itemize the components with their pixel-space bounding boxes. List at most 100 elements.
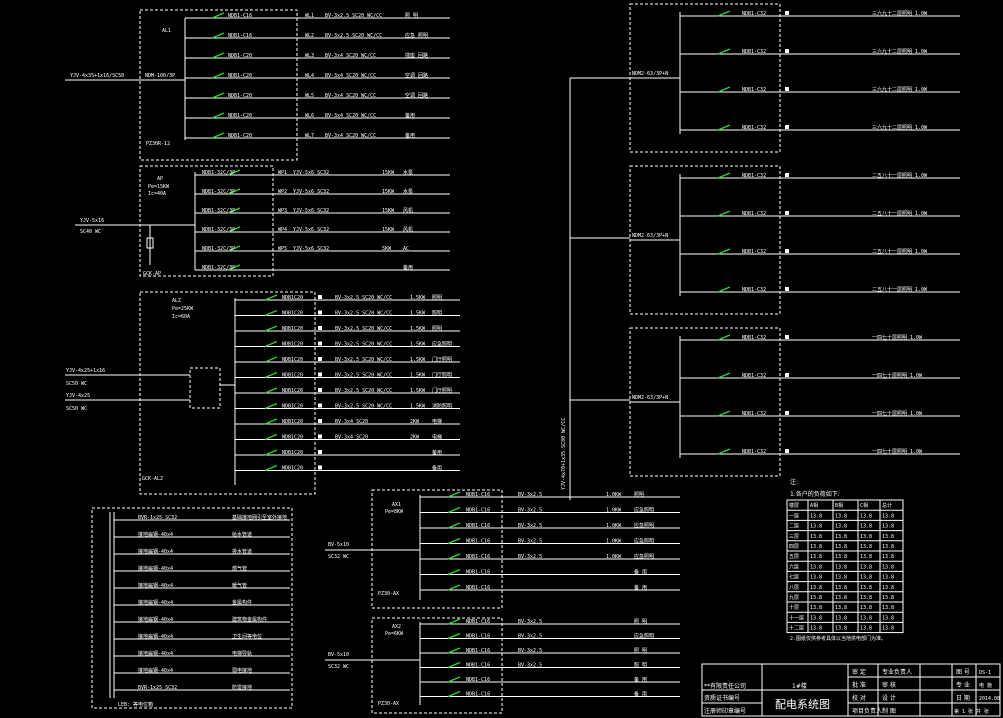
table-cell: 13.8 [860, 534, 872, 540]
circuit-cable: BV-3x2.5 SC20 WC/CC [335, 357, 392, 363]
circuit-marker [318, 341, 322, 346]
table-cell: 13.8 [835, 575, 847, 581]
floor-group-breaker: NDM2-63/3P+N [632, 395, 668, 401]
circuit-cable: BV-3x2.5 [518, 619, 542, 625]
circuit-kw: 1.0KW [606, 508, 622, 514]
circuit-breaker: NDB1-C16 [466, 677, 490, 683]
breaker-switch [447, 506, 461, 514]
circuit-cable: BV-3x2.5 [518, 492, 542, 498]
circuit-kw: 1.5KW [410, 295, 426, 301]
leb-cable: 接地扁钢-40x4 [138, 548, 173, 555]
floor-circuit-label: 二五八十一层照明 1.0W [872, 210, 928, 217]
floor-circuit-marker [785, 211, 789, 215]
breaker-switch [264, 387, 278, 394]
leb-cable: 接地扁钢-40x4 [138, 565, 173, 572]
leb-use: 弱电接地 [232, 667, 252, 674]
circuit-number: WL4 [305, 73, 314, 79]
breaker-switch [717, 286, 731, 293]
floor-circuit-breaker: NDB1-C32 [742, 11, 766, 17]
floor-circuit-breaker: NDB1-C32 [742, 87, 766, 93]
table-cell: 六层 [789, 563, 799, 570]
circuit-use: 应急照明 [634, 507, 654, 514]
table-cell: 四层 [789, 544, 799, 550]
breaker-switch [211, 132, 225, 139]
breaker-switch [264, 371, 278, 379]
circuit-kw: 5KW [382, 246, 392, 252]
table-cell: 13.8 [882, 564, 894, 570]
table-cell: 13.8 [860, 605, 872, 611]
circuit-cable: YJV-5x6 SC32 [293, 246, 329, 252]
circuit-cable: BV-3x4 SC20 WC/CC [325, 73, 376, 79]
floor-circuit-breaker: NDB1-C32 [742, 211, 766, 217]
circuit-breaker: NDB1C20 [282, 357, 303, 363]
table-cell: 13.8 [860, 626, 872, 632]
breaker-switch [717, 10, 731, 17]
riser-label: YJV-4x70+1x35 SC80 WC/CC [561, 418, 567, 490]
breaker-switch [211, 12, 225, 19]
circuit-number: WL2 [305, 33, 314, 39]
circuit-cable: BV-3x2.5 [518, 523, 542, 529]
table-cell: 13.8 [810, 615, 822, 621]
leb-use: 排水管道 [232, 548, 252, 555]
floor-circuit-marker [785, 11, 789, 15]
svg-text:SC50 WC: SC50 WC [66, 406, 87, 412]
circuit-breaker: NDB1-32C/3P [202, 189, 235, 195]
svg-text:YJV-5x16: YJV-5x16 [80, 218, 104, 224]
breaker-switch [264, 340, 278, 348]
circuit-use: 门厅照明 [432, 387, 452, 394]
table-header: A相 [810, 502, 818, 509]
circuit-use: 风机 [403, 207, 413, 214]
circuit-breaker: NDB1-C20 [228, 113, 252, 119]
circuit-cable: BV-3x2.5 [518, 663, 542, 669]
table-cell: 13.8 [882, 544, 894, 550]
table-cell: 13.8 [882, 575, 894, 581]
circuit-marker [318, 434, 322, 439]
table-cell: 13.8 [860, 585, 872, 591]
circuit-use: 照 明 [634, 648, 647, 654]
circuit-cable: BV-3x2.5 SC20 WC/CC [335, 326, 392, 332]
panel-al1-name: AL1 [162, 28, 171, 34]
circuit-use: 照明 [432, 295, 442, 301]
tb-approve: 批 准 [852, 681, 866, 689]
table-cell: 13.8 [882, 585, 894, 591]
circuit-kw: 15KW [382, 170, 395, 176]
svg-text:SC32 WC: SC32 WC [328, 554, 349, 560]
circuit-number: WL5 [305, 93, 314, 99]
breaker-switch [447, 584, 461, 591]
leb-use: 金属构件 [232, 599, 252, 606]
circuit-marker [318, 419, 322, 423]
circuit-kw: 15KW [382, 208, 395, 214]
circuit-use: 照明 [432, 311, 442, 317]
circuit-breaker: NDB1-C16 [228, 13, 252, 19]
circuit-kw: 15KW [382, 189, 395, 195]
table-cell: 13.8 [860, 575, 872, 581]
panel-ap-name: AP [157, 176, 163, 182]
circuit-kw: 1.5KW [410, 326, 426, 332]
table-header: 总计 [882, 502, 892, 509]
breaker-switch [717, 248, 731, 255]
tb-check: 审 核 [882, 681, 896, 689]
leb-use: 防雷接地 [232, 684, 252, 691]
circuit-cable: YJV-5x6 SC32 [293, 208, 329, 214]
circuit-breaker: NDB1-C20 [228, 93, 252, 99]
circuit-use: 应急照明 [634, 553, 654, 560]
table-cell: 13.8 [835, 554, 847, 560]
tb-dwg-no-label: 图 号 [956, 669, 970, 676]
table-frame [786, 499, 904, 634]
table-cell: 13.8 [835, 615, 847, 621]
svg-text:GCK-AP: GCK-AP [143, 271, 161, 277]
circuit-cable: BV-3x2.5 SC20 WC/CC [335, 311, 392, 317]
circuit-use: 备用 [403, 264, 413, 271]
circuit-use: 备 用 [634, 676, 647, 683]
svg-text:BV-5x10: BV-5x10 [328, 542, 349, 548]
breaker-switch [227, 188, 241, 195]
title-block: **有限责任公司 资质证书编号 注册师印章编号 1#楼 配电系统图 审 定 批 … [701, 663, 1001, 717]
panel-al1: AL1 YJV-4x35+1x16/SC50 NDM-100/3P PZ30R-… [65, 9, 450, 161]
table-cell: 13.8 [882, 605, 894, 611]
floor-circuit-marker [785, 87, 789, 91]
table-cell: 13.8 [882, 534, 894, 540]
